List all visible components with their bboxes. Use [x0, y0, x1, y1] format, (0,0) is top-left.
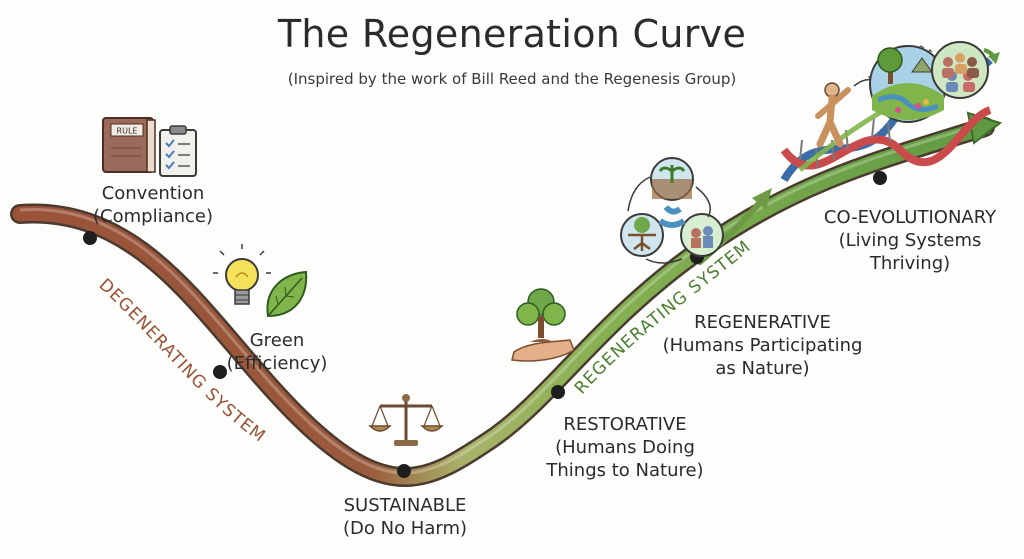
rule-book-icon: RULE: [102, 117, 156, 173]
stage-label-coevolutionary: CO-EVOLUTIONARY (Living Systems Thriving…: [815, 206, 1005, 275]
stage-name: Convention: [101, 183, 205, 204]
stage-name: Green: [249, 330, 305, 351]
diagram-subtitle: (Inspired by the work of Bill Reed and t…: [287, 70, 737, 88]
stage-name: REGENERATIVE: [694, 312, 831, 333]
stage-label-convention: Convention (Compliance): [78, 182, 228, 228]
stage-description: (Do No Harm): [342, 518, 468, 539]
stage-description: (Humans Doing: [555, 437, 695, 458]
stage-name: SUSTAINABLE: [343, 495, 467, 516]
stage-description: (Compliance): [93, 206, 213, 227]
community-globe-icon: [931, 41, 1000, 99]
stage-name: CO-EVOLUTIONARY: [823, 207, 997, 228]
svg-text:RULE: RULE: [117, 127, 138, 136]
stage-description: (Living Systems: [838, 230, 982, 251]
stage-point-restorative: [551, 385, 565, 399]
stage-description: (Humans Participating: [662, 335, 863, 356]
checklist-clipboard-icon: [159, 125, 197, 177]
stage-label-sustainable: SUSTAINABLE (Do No Harm): [330, 494, 480, 540]
diagram-title: The Regeneration Curve: [277, 12, 747, 56]
person-climbing-icon: [815, 76, 876, 148]
balance-scale-icon: [368, 394, 444, 446]
landscape-globe-icon: [869, 45, 947, 123]
stage-description: (Efficiency): [226, 353, 328, 374]
stage-description: Things to Nature): [546, 460, 704, 481]
stage-label-restorative: RESTORATIVE (Humans Doing Things to Natu…: [540, 413, 710, 482]
stage-point-coevolutionary: [873, 171, 887, 185]
leaf-icon: [266, 270, 308, 318]
stage-name: RESTORATIVE: [563, 414, 687, 435]
stage-point-green: [213, 365, 227, 379]
stage-description: Thriving): [869, 253, 951, 274]
stage-label-green: Green (Efficiency): [212, 329, 342, 375]
stage-description: as Nature): [715, 358, 810, 379]
stage-point-sustainable: [397, 464, 411, 478]
stage-point-convention: [83, 231, 97, 245]
ecosystem-cycle-icon: [620, 157, 724, 264]
hand-holding-tree-icon: [511, 288, 575, 362]
lightbulb-icon: [213, 244, 271, 305]
branch-arrow: [697, 197, 765, 265]
stage-label-regenerative: REGENERATIVE (Humans Participating as Na…: [655, 311, 870, 380]
